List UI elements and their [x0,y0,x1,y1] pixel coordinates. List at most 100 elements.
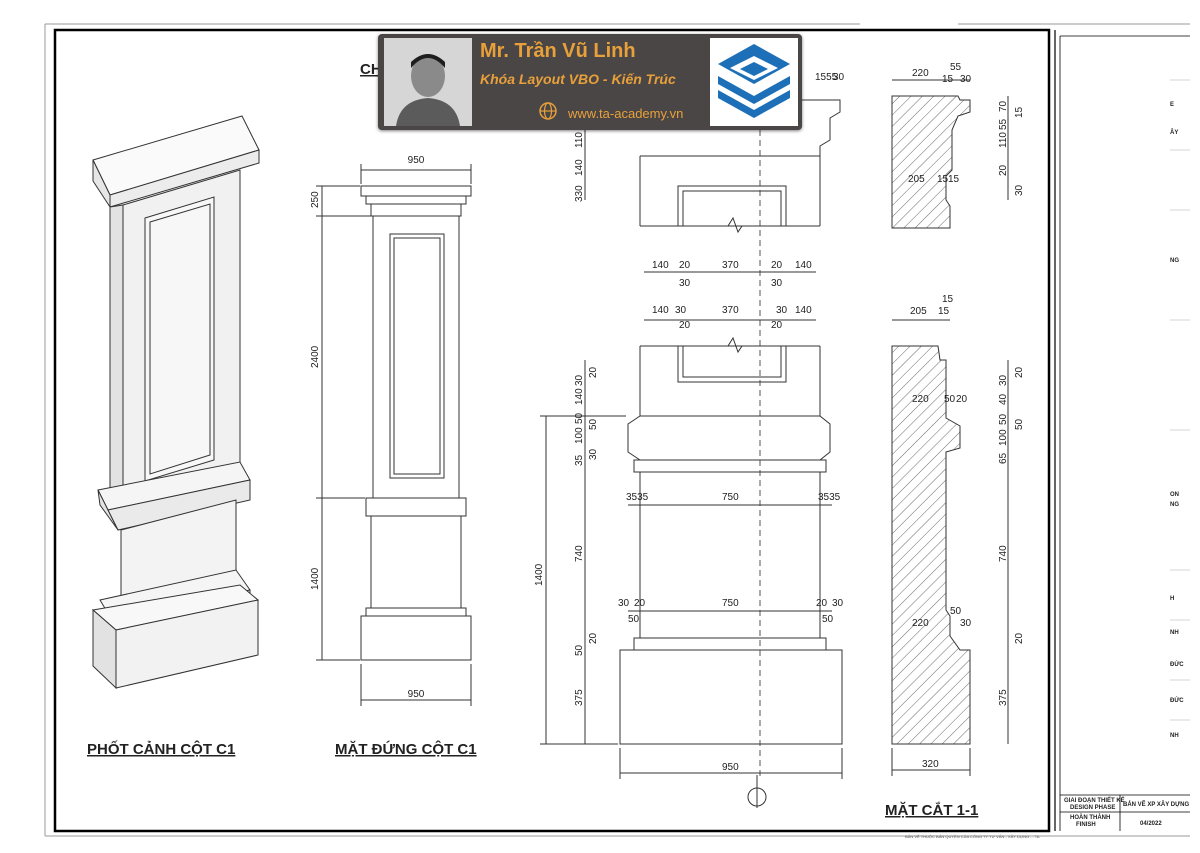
detail-dim-text: 1400 [534,563,545,586]
tb-row: ON [1170,492,1179,498]
detail-dim-text: 330 [574,185,585,202]
globe-icon [539,102,557,120]
detail-dim-text: 30 [588,448,599,460]
tb-row: ĐỨC [1170,697,1184,704]
elev-bottom-width: 950 [408,689,425,700]
detail-dim-text: 140 [652,305,669,316]
detail-dim-text: 375 [574,689,585,706]
detail-dim-text: 50 [628,614,640,625]
section-dim-text: 65 [998,452,1009,464]
detail-dim-text: 20 [816,598,828,609]
section-dim-text: 205 [908,174,925,185]
section-dim-text: 15 [942,294,954,305]
detail-dim-text: 140 [795,260,812,271]
detail-dim-text: 20 [588,366,599,378]
tb-row: NH [1170,630,1179,636]
detail-dim-text: 140 [574,159,585,176]
promo-banner[interactable]: Mr. Trần Vũ Linh Khóa Layout VBO - Kiến … [378,34,802,130]
elev-base-height: 1400 [310,567,321,590]
detail-dim-text: 750 [722,492,739,503]
detail-dim-text: 1555 [815,72,838,83]
detail-dim-text: 20 [771,260,783,271]
detail-dim-text: 20 [588,632,599,644]
tb-status: HOÀN THÀNH [1070,814,1110,821]
detail-dim-text: 3535 [818,492,841,503]
section-dim-text: 205 [910,306,927,317]
detail-dim-text: 110 [574,132,585,148]
perspective-title: PHỐT CẢNH CỘT C1 [87,740,235,758]
section-dim-text: 740 [998,545,1009,562]
tb-drawing-name: BẢN VẼ XP XÂY DỰNG [1123,801,1189,808]
section-dim-text: 20 [1014,366,1025,378]
tb-row: H [1170,596,1174,602]
stack-logo-icon [718,44,790,118]
elev-top-width: 950 [408,155,425,166]
detail-dim-text: 3535 [626,492,649,503]
detail-dim-text: 740 [574,545,585,562]
detail-dim-text: 35 [574,454,585,466]
section-dim-text: 15 [942,74,954,85]
section-dim-text: 375 [998,689,1009,706]
detail-dimensions: 1555 30 70 110 140 330 140 20 370 20 140… [534,72,845,773]
tb-row: E [1170,102,1174,108]
section-dim-text: 70 [998,100,1009,112]
section-1-1 [891,79,1009,776]
section-dim-text: 30 [960,618,972,629]
section-dim-text: 15 [948,174,960,185]
tb-status-en: FINISH [1076,822,1096,828]
section-dim-text: 320 [922,759,939,770]
academy-logo [710,38,798,126]
section-dim-text: 220 [912,394,929,405]
tb-row: NG [1170,258,1179,264]
detail-dim-text: 20 [771,320,783,331]
section-dim-text: 20 [956,394,968,405]
detail-dim-text: 20 [679,260,691,271]
detail-column [540,40,843,808]
detail-dim-text: 370 [722,260,739,271]
section-dim-text: 15 [938,306,950,317]
elevation-column [316,164,472,706]
section-dimensions: 220 15 55 30 70 15 55 110 20 30 205 15 1… [908,62,1025,770]
section-dim-text: 50 [944,394,956,405]
section-dim-text: 110 [998,132,1009,148]
section-dim-text: 50 [998,413,1009,425]
title-block [1054,30,1190,831]
section-dim-text: 50 [1014,418,1025,430]
detail-dim-text: 50 [574,412,585,424]
detail-dim-text: 30 [771,278,783,289]
detail-dim-text: 100 [574,427,585,444]
website-link[interactable]: www.ta-academy.vn [568,106,684,121]
detail-dim-text: 50 [822,614,834,625]
section-title: MẶT CẮT 1-1 [885,801,978,819]
footer-note: BẢN VẼ THUỘC BẢN QUYỀN CỦA CÔNG TY TƯ VẤ… [905,834,1040,839]
section-dim-text: 220 [912,618,929,629]
section-dim-text: 50 [950,606,962,617]
elev-shaft-height: 2400 [310,345,321,368]
section-dim-text: 15 [1014,106,1025,118]
tb-row: ÂY [1170,129,1178,136]
tb-phase: GIAI ĐOẠN THIẾT KẾ [1064,797,1125,804]
detail-dim-text: 50 [588,418,599,430]
avatar [384,38,472,126]
detail-dim-text: 30 [776,305,788,316]
tb-phase-en: DESIGN PHASE [1070,805,1115,811]
course-name: Khóa Layout VBO - Kiến Trúc [480,71,676,87]
detail-dim-text: 30 [618,598,630,609]
detail-title-prefix: CH [360,61,382,78]
title-block-text: E ÂY NG ON NG H NH ĐỨC ĐỨC NH GIAI ĐOẠN … [1064,102,1189,828]
tb-row: NG [1170,502,1179,508]
section-dim-text: 55 [950,62,962,73]
section-dim-text: 40 [998,393,1009,405]
detail-dim-text: 750 [722,598,739,609]
avatar-photo [384,38,472,126]
section-dim-text: 20 [998,164,1009,176]
section-dim-text: 55 [998,118,1009,130]
section-dim-text: 100 [998,429,1009,446]
detail-dim-text: 140 [795,305,812,316]
elevation-title: MẶT ĐỨNG CỘT C1 [335,740,477,758]
detail-dim-text: 20 [679,320,691,331]
detail-dim-text: 50 [574,644,585,656]
detail-dim-text: 140 [574,388,585,405]
detail-dim-text: 30 [833,72,845,83]
